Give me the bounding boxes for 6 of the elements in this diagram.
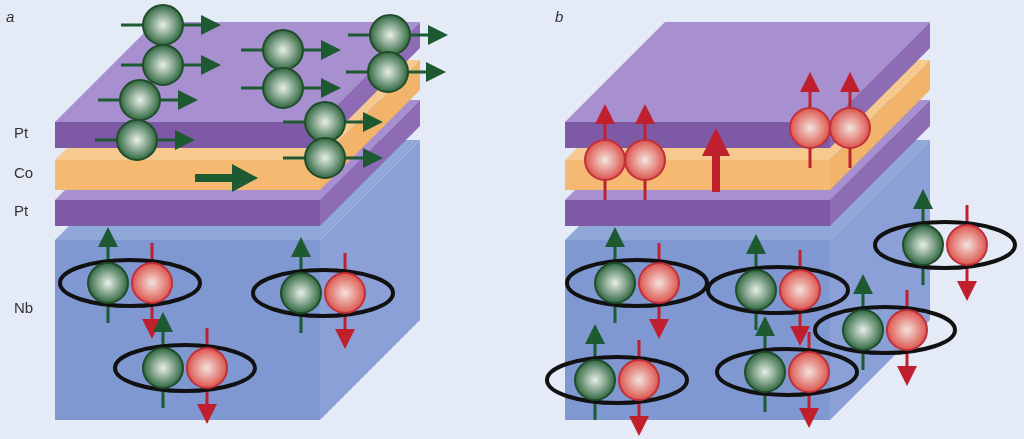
layer-label: Nb	[14, 298, 34, 318]
layer-label: Pt	[14, 201, 29, 221]
layer-label: Co	[14, 163, 34, 183]
panel-label: b	[555, 7, 564, 27]
panel-label: a	[6, 7, 15, 27]
layer-label: Pt	[14, 123, 29, 143]
